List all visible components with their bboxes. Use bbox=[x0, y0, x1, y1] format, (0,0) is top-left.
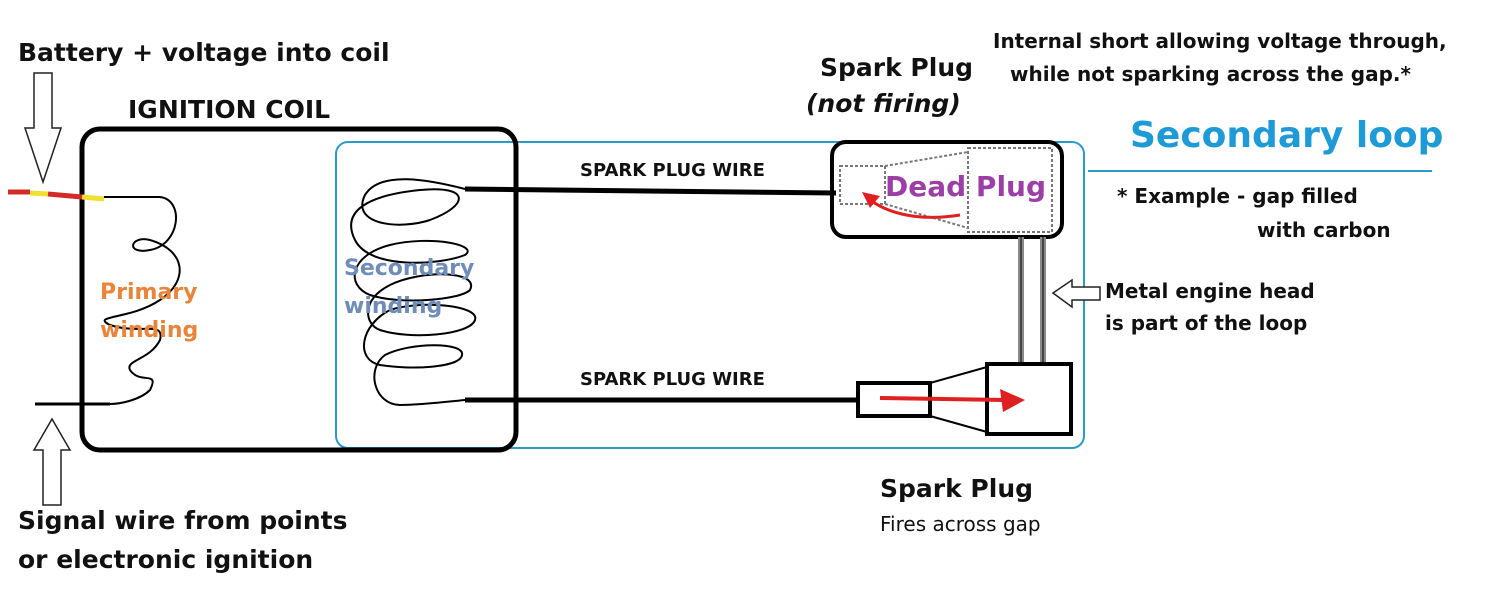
working-plug-taper-bottom bbox=[929, 415, 988, 433]
working-plug-current-arrow bbox=[879, 396, 1006, 402]
dead-plug-arrowhead-icon bbox=[862, 192, 880, 208]
dead-plug-status: (not firing) bbox=[806, 89, 961, 118]
metal-head-note-line2: is part of the loop bbox=[1105, 311, 1308, 335]
primary-winding-label-line2: winding bbox=[100, 318, 199, 343]
spark-plug-wire-top bbox=[464, 186, 837, 196]
dead-plug-label: Dead Plug bbox=[885, 170, 1047, 203]
metal-head-note-line1: Metal engine head bbox=[1105, 279, 1315, 303]
spark-plug-wire-bottom-label: SPARK PLUG WIRE bbox=[580, 369, 765, 390]
dead-plug-texture bbox=[839, 147, 1053, 233]
working-plug-status: Fires across gap bbox=[880, 512, 1041, 536]
working-plug-arrowhead-icon bbox=[1000, 389, 1025, 412]
primary-winding-coil bbox=[103, 196, 181, 405]
dead-plug-housing bbox=[830, 140, 1064, 239]
signal-wire-label-line2: or electronic ignition bbox=[18, 545, 314, 574]
engine-head-conductor bbox=[1018, 237, 1046, 364]
ignition-coil-label: IGNITION COIL bbox=[128, 95, 331, 124]
engine-head-pointer-icon bbox=[1051, 278, 1101, 309]
spark-plug-wire-top-label: SPARK PLUG WIRE bbox=[580, 160, 765, 181]
battery-label: Battery + voltage into coil bbox=[18, 38, 390, 67]
signal-wire-label-line1: Signal wire from points bbox=[18, 506, 348, 535]
dead-plug-current-arrow bbox=[869, 198, 961, 219]
secondary-winding-label-line1: Secondary bbox=[344, 256, 475, 281]
secondary-winding-label-line2: winding bbox=[344, 294, 443, 319]
example-note-line1: * Example - gap filled bbox=[1117, 184, 1358, 208]
secondary-loop-title: Secondary loop bbox=[1130, 115, 1444, 156]
internal-short-note-line2: while not sparking across the gap.* bbox=[1010, 62, 1411, 86]
signal-arrow-icon bbox=[32, 417, 72, 506]
internal-short-note-line1: Internal short allowing voltage through, bbox=[993, 29, 1447, 53]
secondary-winding-coil bbox=[350, 178, 477, 407]
battery-arrow-icon bbox=[23, 72, 63, 185]
battery-input-wire bbox=[8, 189, 105, 202]
working-plug-taper-top bbox=[929, 366, 988, 384]
dead-plug-title: Spark Plug bbox=[820, 53, 974, 82]
example-note-line2: with carbon bbox=[1257, 218, 1391, 242]
working-plug-title: Spark Plug bbox=[880, 474, 1034, 503]
ignition-coil-body bbox=[79, 126, 519, 453]
primary-winding-label-line1: Primary bbox=[100, 280, 198, 305]
